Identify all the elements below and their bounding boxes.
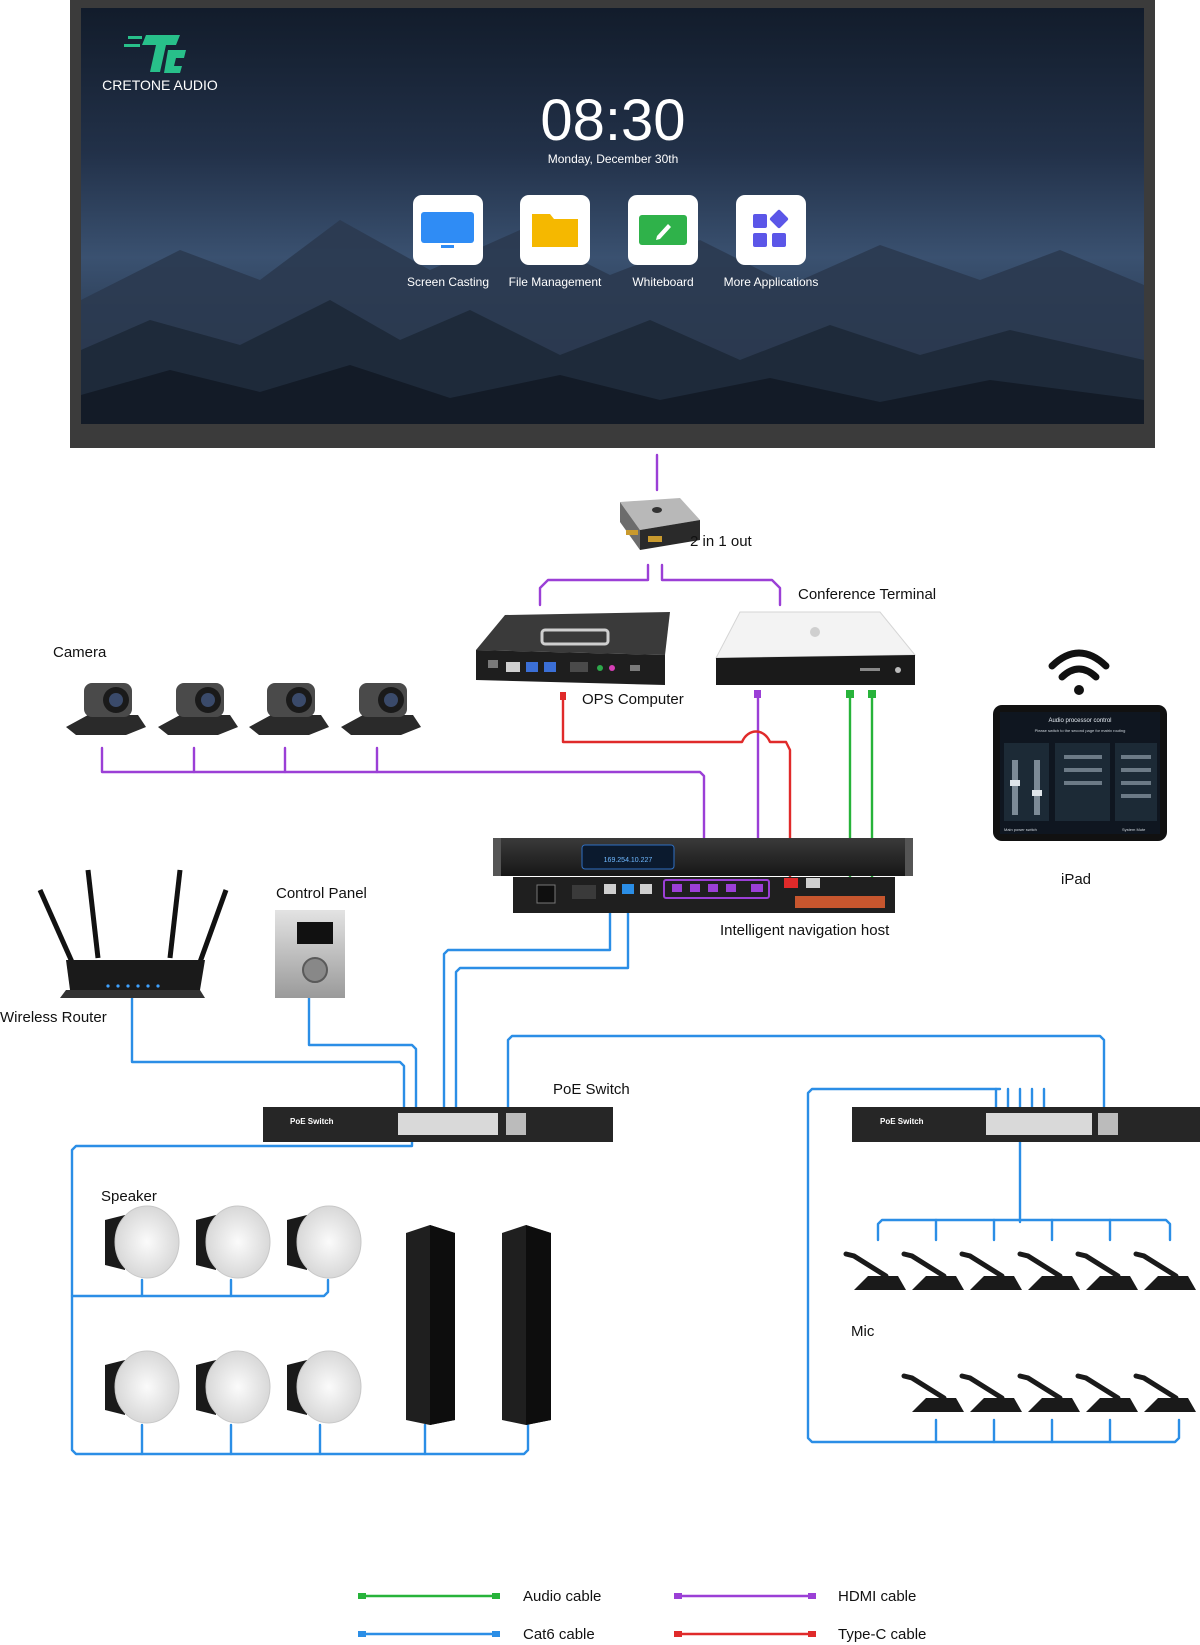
speaker-group	[105, 1205, 551, 1425]
app-label: Whiteboard	[632, 275, 693, 289]
ipad-title: Audio processor control	[1048, 718, 1111, 724]
gooseneck-mic	[1017, 1251, 1080, 1290]
legend-audio-cable: Audio cable	[358, 1588, 601, 1605]
ceiling-speaker	[196, 1350, 271, 1424]
wireless-router	[37, 869, 229, 998]
hdmi-switcher	[620, 498, 700, 550]
camera-group	[66, 683, 421, 735]
monitor-icon	[421, 212, 474, 248]
ipad-right-button: System Mute	[1122, 827, 1146, 832]
ptz-camera	[158, 683, 238, 735]
camera-label: Camera	[53, 644, 107, 661]
gooseneck-mic	[1075, 1251, 1138, 1290]
interactive-display: CRETONE AUDIO 08:30 Monday, December 30t…	[70, 0, 1155, 448]
legend-typec-cable: Type-C cable	[674, 1626, 926, 1643]
ptz-camera	[66, 683, 146, 735]
ipad-label: iPad	[1061, 871, 1091, 888]
poe-switch-main: PoE Switch	[263, 1107, 613, 1142]
ptz-camera	[341, 683, 421, 735]
control-panel-label: Control Panel	[276, 885, 367, 902]
poe-switch-brand: PoE Switch	[880, 1117, 924, 1126]
app-whiteboard[interactable]: Whiteboard	[628, 195, 698, 289]
ipad: Audio processor control Please switch to…	[993, 705, 1167, 841]
column-speaker	[502, 1225, 551, 1425]
ipad-subtitle: Please switch to the second page for mat…	[1035, 728, 1126, 733]
pen-icon	[639, 215, 687, 245]
poe-switch-mic: PoE Switch	[852, 1107, 1200, 1142]
cretone-logo	[124, 35, 186, 73]
ipad-left-button: Main power switch	[1004, 827, 1037, 832]
ceiling-speaker	[287, 1205, 362, 1279]
ceiling-speaker	[196, 1205, 271, 1279]
gooseneck-mic	[1075, 1373, 1138, 1412]
poe-switch-label: PoE Switch	[553, 1081, 630, 1098]
navigation-host: 169.254.10.227	[493, 838, 913, 913]
conference-terminal	[715, 611, 917, 698]
mic-label: Mic	[851, 1323, 875, 1340]
ops-computer	[476, 612, 670, 700]
router-label: Wireless Router	[0, 1009, 107, 1026]
gooseneck-mic	[901, 1373, 964, 1412]
terminal-label: Conference Terminal	[798, 586, 936, 603]
switcher-label: 2 in 1 out	[690, 533, 753, 550]
mic-group	[843, 1251, 1196, 1412]
legend-cat6-cable: Cat6 cable	[358, 1626, 595, 1643]
poe-switch-brand: PoE Switch	[290, 1117, 334, 1126]
gooseneck-mic	[843, 1251, 906, 1290]
app-label: Screen Casting	[407, 275, 489, 289]
speaker-label: Speaker	[101, 1188, 157, 1205]
legend: Audio cable HDMI cable Cat6 cable Type-C…	[358, 1588, 926, 1643]
cable-layer	[70, 453, 1181, 1456]
ptz-camera	[249, 683, 329, 735]
legend-hdmi-cable: HDMI cable	[674, 1588, 916, 1605]
app-file-management[interactable]: File Management	[509, 195, 602, 289]
folder-icon	[532, 214, 578, 247]
host-ip-display: 169.254.10.227	[604, 857, 653, 864]
app-label: More Applications	[724, 275, 819, 289]
app-screen-casting[interactable]: Screen Casting	[407, 195, 489, 289]
host-label: Intelligent navigation host	[720, 922, 890, 939]
legend-label: Cat6 cable	[523, 1626, 595, 1643]
ceiling-speaker	[287, 1350, 362, 1424]
gooseneck-mic	[959, 1251, 1022, 1290]
gooseneck-mic	[1133, 1251, 1196, 1290]
grid-icon	[753, 209, 789, 247]
column-speaker	[406, 1225, 455, 1425]
wifi-icon	[1048, 649, 1110, 695]
ops-label: OPS Computer	[582, 691, 684, 708]
ceiling-speaker	[105, 1205, 180, 1279]
legend-label: Type-C cable	[838, 1626, 926, 1643]
gooseneck-mic	[959, 1373, 1022, 1412]
clock-time: 08:30	[540, 88, 685, 153]
legend-label: Audio cable	[523, 1588, 601, 1605]
control-panel	[275, 910, 345, 998]
gooseneck-mic	[1017, 1373, 1080, 1412]
legend-label: HDMI cable	[838, 1588, 916, 1605]
gooseneck-mic	[1133, 1373, 1196, 1412]
clock-date: Monday, December 30th	[548, 152, 679, 166]
brand-name: CRETONE AUDIO	[102, 77, 218, 93]
ceiling-speaker	[105, 1350, 180, 1424]
app-label: File Management	[509, 275, 602, 289]
app-more-applications[interactable]: More Applications	[724, 195, 819, 289]
gooseneck-mic	[901, 1251, 964, 1290]
